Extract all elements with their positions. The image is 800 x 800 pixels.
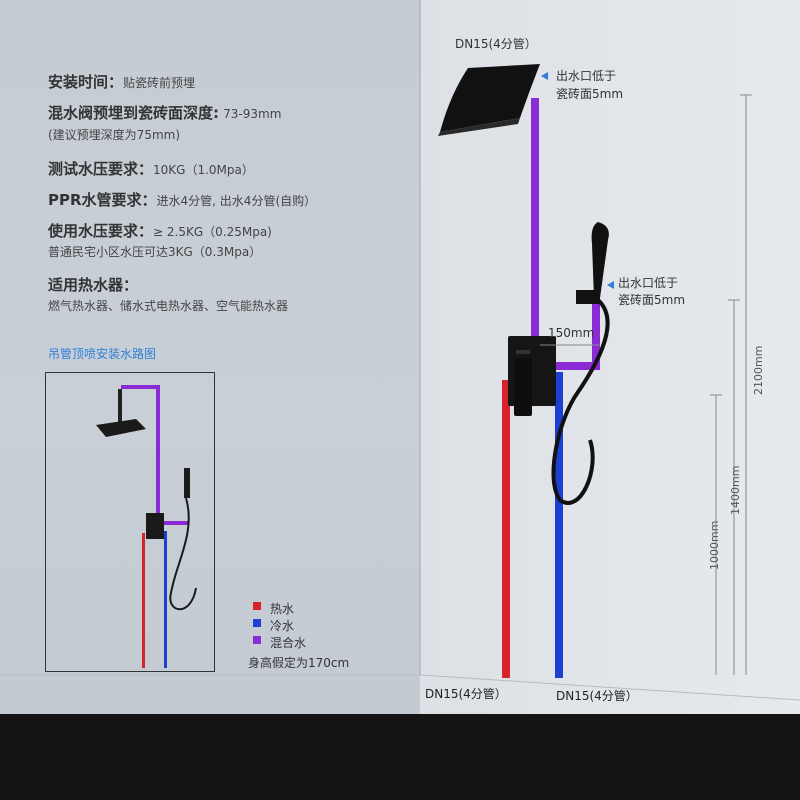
- test-pressure-label: 测试水压要求：: [48, 160, 154, 178]
- depth-label: 混水阀预埋到瓷砖面深度:: [48, 104, 219, 122]
- legend-hot-swatch: [253, 602, 261, 610]
- spacing-label: 150mm: [548, 326, 595, 340]
- cold-pipe: [555, 372, 563, 678]
- legend-hot-label: 热水: [270, 602, 295, 616]
- arrow-top-icon: [541, 72, 548, 80]
- legend-cold-label: 冷水: [270, 619, 295, 633]
- outlet-mid-label-1: 出水口低于: [618, 276, 679, 290]
- install-time-value: 贴瓷砖前预埋: [123, 76, 196, 90]
- dim-1000-label: 1000mm: [708, 520, 721, 570]
- heater-label: 适用热水器：: [48, 276, 139, 294]
- legend-mixed-label: 混合水: [270, 636, 307, 650]
- spec-use-pressure: 使用水压要求：≥ 2.5KG（0.25Mpa): [48, 224, 272, 239]
- arrow-mid-icon: [607, 281, 614, 289]
- use-pressure-label: 使用水压要求：: [48, 222, 154, 240]
- left-wall: [0, 0, 420, 714]
- ppr-label: PPR水管要求：: [48, 191, 157, 209]
- mixed-pipe-vertical-top: [531, 98, 539, 348]
- mixer-handle-icon: [514, 358, 532, 416]
- bottom-right-pipe-label: DN15(4分管）: [556, 689, 638, 703]
- inset-hot-pipe: [142, 533, 145, 668]
- bottom-black-bar: [0, 714, 800, 800]
- inset-cold-pipe: [164, 531, 167, 668]
- rain-shower-head-icon: [440, 64, 540, 132]
- mixed-pipe-handshower: [592, 300, 600, 370]
- shower-hose-icon: [551, 298, 610, 505]
- floor-line-right: [419, 674, 800, 701]
- use-pressure-note: 普通民宅小区水压可达3KG（0.3Mpa）: [48, 245, 262, 259]
- inset-handshower-icon: [184, 468, 190, 498]
- handshower-icon: [591, 222, 609, 298]
- dimension-lines: [540, 94, 752, 675]
- height-note: 身高假定为170cm: [248, 656, 350, 670]
- top-pipe-label: DN15(4分管）: [455, 37, 537, 51]
- inset-mixer-icon: [146, 513, 164, 539]
- inset-svg: [96, 385, 197, 668]
- heater-value: 燃气热水器、储水式电热水器、空气能热水器: [48, 299, 289, 313]
- spec-test-pressure: 测试水压要求：10KG（1.0Mpa）: [48, 162, 254, 177]
- plumbing-diagram-svg: [0, 0, 800, 701]
- depth-note: (建议预埋深度为75mm): [48, 128, 181, 142]
- legend-cold-swatch: [253, 619, 261, 627]
- inset-diagram: [45, 372, 215, 672]
- installation-diagram: 安装时间：贴瓷砖前预埋 混水阀预埋到瓷砖面深度: 73-93mm (建议预埋深度…: [0, 0, 800, 714]
- inset-title: 吊管顶喷安装水路图: [48, 347, 157, 361]
- spec-ppr: PPR水管要求：进水4分管, 出水4分管(自购）: [48, 193, 316, 208]
- bottom-left-pipe-label: DN15(4分管）: [425, 687, 507, 701]
- inset-hose-icon: [169, 497, 197, 611]
- hot-pipe: [502, 380, 510, 678]
- spec-depth: 混水阀预埋到瓷砖面深度: 73-93mm: [48, 106, 281, 121]
- install-time-label: 安装时间：: [48, 73, 124, 91]
- legend-mixed-swatch: [253, 636, 261, 644]
- dim-2100-label: 2100mm: [752, 345, 765, 395]
- outlet-top-label-2: 瓷砖面5mm: [556, 87, 624, 101]
- ppr-value: 进水4分管, 出水4分管(自购）: [156, 194, 317, 208]
- outlet-mid-label-2: 瓷砖面5mm: [618, 293, 686, 307]
- dim-1400-label: 1400mm: [729, 465, 742, 515]
- use-pressure-value: ≥ 2.5KG（0.25Mpa): [153, 225, 272, 239]
- inset-shower-head-icon: [96, 419, 146, 437]
- test-pressure-value: 10KG（1.0Mpa）: [153, 163, 254, 177]
- spec-install-time: 安装时间：贴瓷砖前预埋: [48, 75, 195, 90]
- outlet-top-label-1: 出水口低于: [556, 69, 617, 83]
- depth-value: 73-93mm: [223, 107, 282, 121]
- mixed-pipe-horizontal: [555, 362, 600, 370]
- inset-mixed-pipe: [156, 385, 160, 515]
